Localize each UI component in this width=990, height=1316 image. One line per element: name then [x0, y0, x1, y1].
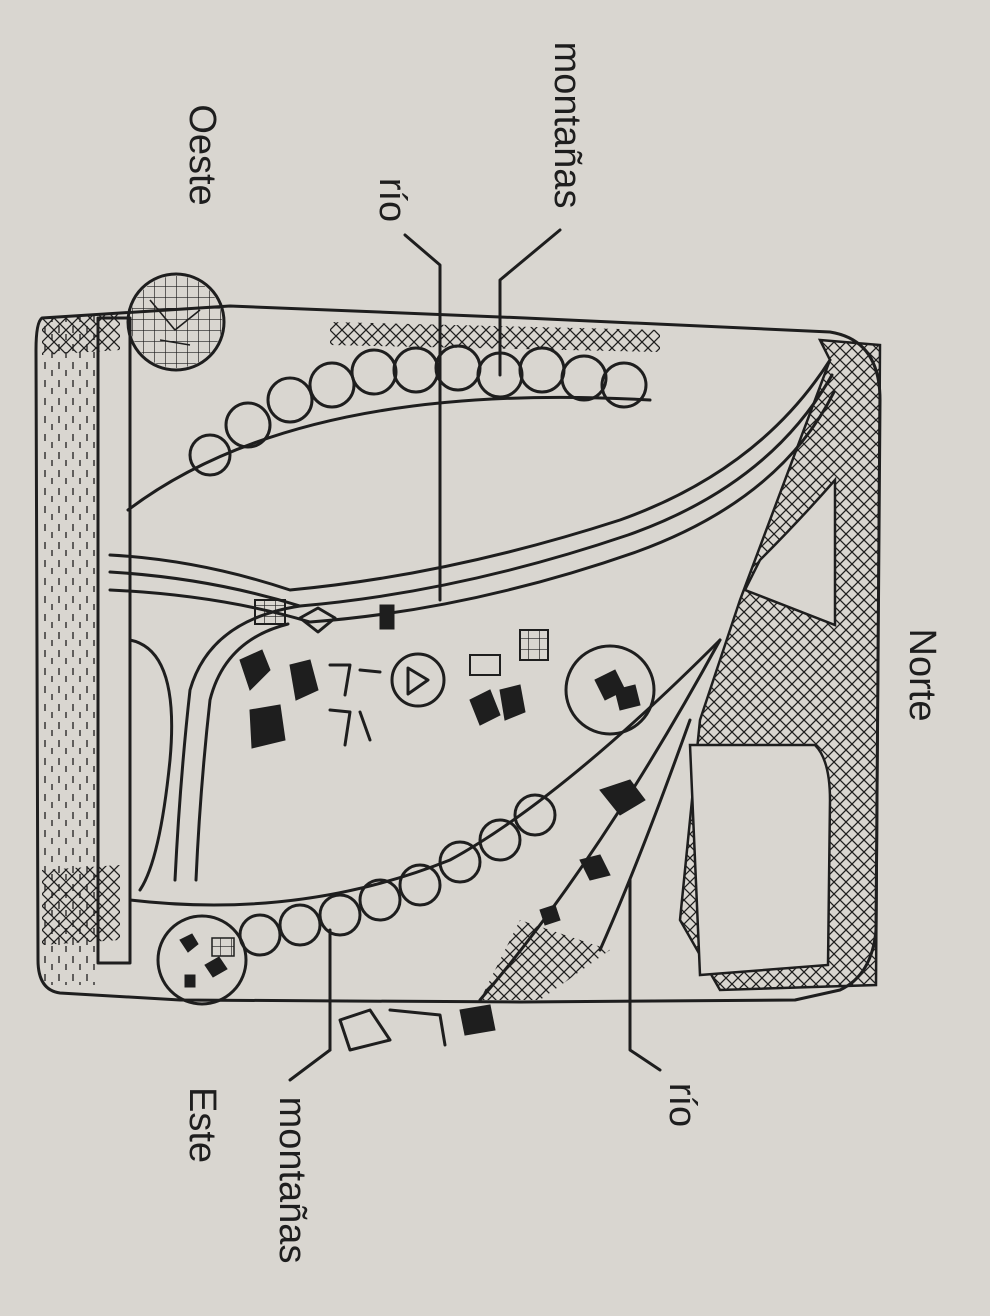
top-crosshatch: [330, 322, 660, 352]
river-main: [108, 358, 836, 624]
city-circle-east: [156, 914, 248, 1006]
label-east: Este: [181, 1087, 223, 1163]
city-circle-west: [126, 272, 226, 372]
leader-lines: [288, 228, 662, 1082]
label-mountains-bottom: montañas: [271, 1097, 313, 1264]
label-river-bottom: río: [661, 1083, 703, 1127]
river-secondary: [478, 638, 722, 1002]
label-west: Oeste: [181, 104, 223, 205]
north-lake: [743, 476, 837, 627]
mountains-bottom-range: [128, 638, 722, 957]
label-north: Norte: [901, 629, 943, 722]
label-mountains-top: montañas: [546, 42, 588, 209]
valley-circle-symbol: [390, 652, 446, 708]
mountains-top-range: [126, 344, 652, 512]
north-village-circle: [564, 644, 656, 736]
north-inner-plain: [688, 743, 832, 977]
valley-settlements: [239, 599, 656, 1052]
river-loop: [128, 604, 302, 892]
west-band-crosshatch: [42, 314, 120, 945]
label-river-top: río: [371, 178, 413, 222]
